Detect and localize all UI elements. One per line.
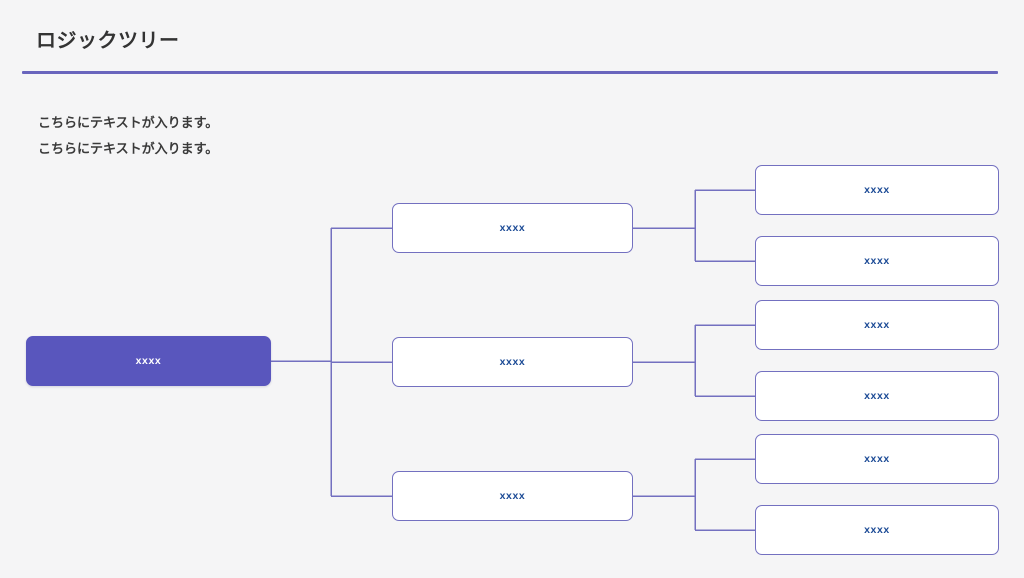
intro-line: こちらにテキストが入ります。 [38, 141, 219, 156]
tree-node-leaf-2-2[interactable]: xxxx [755, 371, 999, 421]
node-label: xxxx [864, 390, 890, 402]
node-label: xxxx [135, 355, 162, 367]
tree-node-leaf-2-1[interactable]: xxxx [755, 300, 999, 350]
tree-node-branch-1[interactable]: xxxx [392, 203, 633, 253]
title-divider [22, 71, 998, 74]
tree-node-leaf-3-1[interactable]: xxxx [755, 434, 999, 484]
tree-node-root[interactable]: xxxx [26, 336, 271, 386]
tree-node-leaf-3-2[interactable]: xxxx [755, 505, 999, 555]
node-label: xxxx [864, 524, 890, 536]
tree-node-leaf-1-1[interactable]: xxxx [755, 165, 999, 215]
tree-node-branch-2[interactable]: xxxx [392, 337, 633, 387]
intro-text-block: こちらにテキストが入ります。 こちらにテキストが入ります。 [38, 110, 218, 162]
node-label: xxxx [499, 356, 526, 368]
node-label: xxxx [499, 222, 526, 234]
node-label: xxxx [499, 490, 526, 502]
node-label: xxxx [864, 453, 890, 465]
tree-node-leaf-1-2[interactable]: xxxx [755, 236, 999, 286]
intro-line: こちらにテキストが入ります。 [38, 115, 219, 130]
page-title: ロジックツリー [36, 30, 180, 52]
tree-node-branch-3[interactable]: xxxx [392, 471, 633, 521]
node-label: xxxx [864, 255, 890, 267]
node-label: xxxx [864, 184, 890, 196]
node-label: xxxx [864, 319, 890, 331]
